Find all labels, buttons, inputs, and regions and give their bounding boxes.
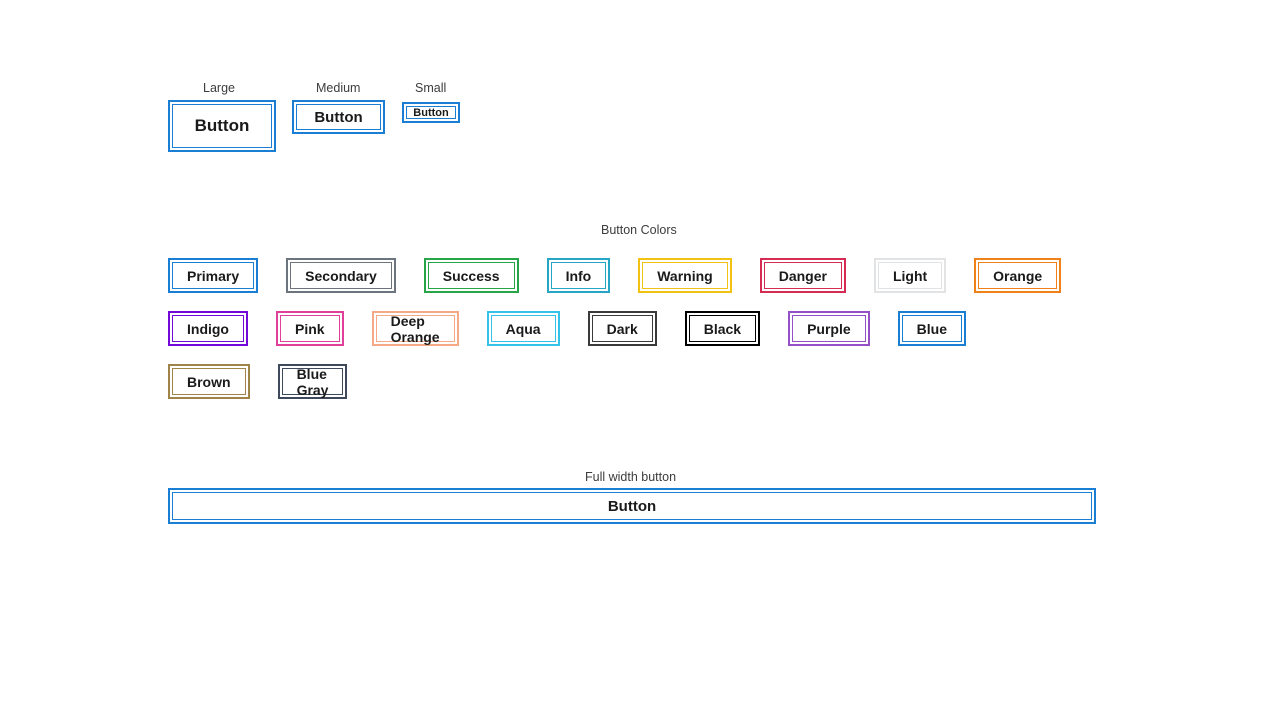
button-label: Secondary — [290, 262, 392, 289]
button-label: Success — [427, 262, 515, 289]
size-caption-small: Small — [415, 81, 447, 95]
button-primary[interactable]: Primary — [168, 258, 259, 293]
button-colors-row-3: Brown Blue Gray — [168, 364, 348, 399]
button-blue-gray[interactable]: Blue Gray — [277, 364, 348, 399]
button-label: Blue Gray — [281, 366, 344, 398]
button-label: Primary — [172, 262, 255, 289]
button-label: Aqua — [490, 315, 556, 342]
button-colors-heading: Button Colors — [601, 223, 677, 237]
button-black[interactable]: Black — [684, 311, 761, 346]
button-label: Danger — [763, 262, 842, 289]
button-orange[interactable]: Orange — [974, 258, 1062, 293]
button-label: Indigo — [172, 315, 244, 342]
button-label: Orange — [978, 262, 1058, 289]
button-label: Light — [877, 262, 943, 289]
button-blue[interactable]: Blue — [897, 311, 967, 346]
button-label: Blue — [901, 315, 963, 342]
size-caption-medium: Medium — [316, 81, 361, 95]
button-indigo[interactable]: Indigo — [168, 311, 248, 346]
button-full-width-label: Button — [172, 492, 1092, 520]
button-label: Dark — [591, 315, 653, 342]
button-small-label: Button — [406, 106, 456, 119]
full-width-caption: Full width button — [585, 470, 677, 484]
button-small[interactable]: Button — [402, 102, 460, 123]
size-caption-large: Large — [203, 81, 235, 95]
button-info[interactable]: Info — [546, 258, 611, 293]
button-medium-label: Button — [296, 104, 381, 130]
button-danger[interactable]: Danger — [759, 258, 846, 293]
button-label: Purple — [792, 315, 866, 342]
button-large[interactable]: Button — [168, 100, 276, 152]
button-deep-orange[interactable]: Deep Orange — [371, 311, 459, 346]
button-success[interactable]: Success — [423, 258, 519, 293]
button-warning[interactable]: Warning — [638, 258, 732, 293]
button-secondary[interactable]: Secondary — [286, 258, 396, 293]
button-label: Warning — [642, 262, 728, 289]
button-label: Black — [688, 315, 757, 342]
button-pink[interactable]: Pink — [276, 311, 344, 346]
button-full-width[interactable]: Button — [168, 488, 1096, 524]
button-aqua[interactable]: Aqua — [486, 311, 560, 346]
button-label: Brown — [172, 368, 246, 395]
button-medium[interactable]: Button — [292, 100, 385, 134]
button-label: Deep Orange — [375, 313, 455, 345]
button-dark[interactable]: Dark — [587, 311, 657, 346]
button-purple[interactable]: Purple — [788, 311, 870, 346]
button-colors-row-1: Primary Secondary Success Info Warning Danger… — [168, 258, 1062, 293]
button-colors-row-2: Indigo Pink Deep Orange Aqua Dark Black Purple… — [168, 311, 967, 346]
button-large-label: Button — [172, 104, 272, 148]
button-label: Pink — [280, 315, 340, 342]
button-brown[interactable]: Brown — [168, 364, 250, 399]
button-light[interactable]: Light — [873, 258, 947, 293]
button-label: Info — [550, 262, 607, 289]
